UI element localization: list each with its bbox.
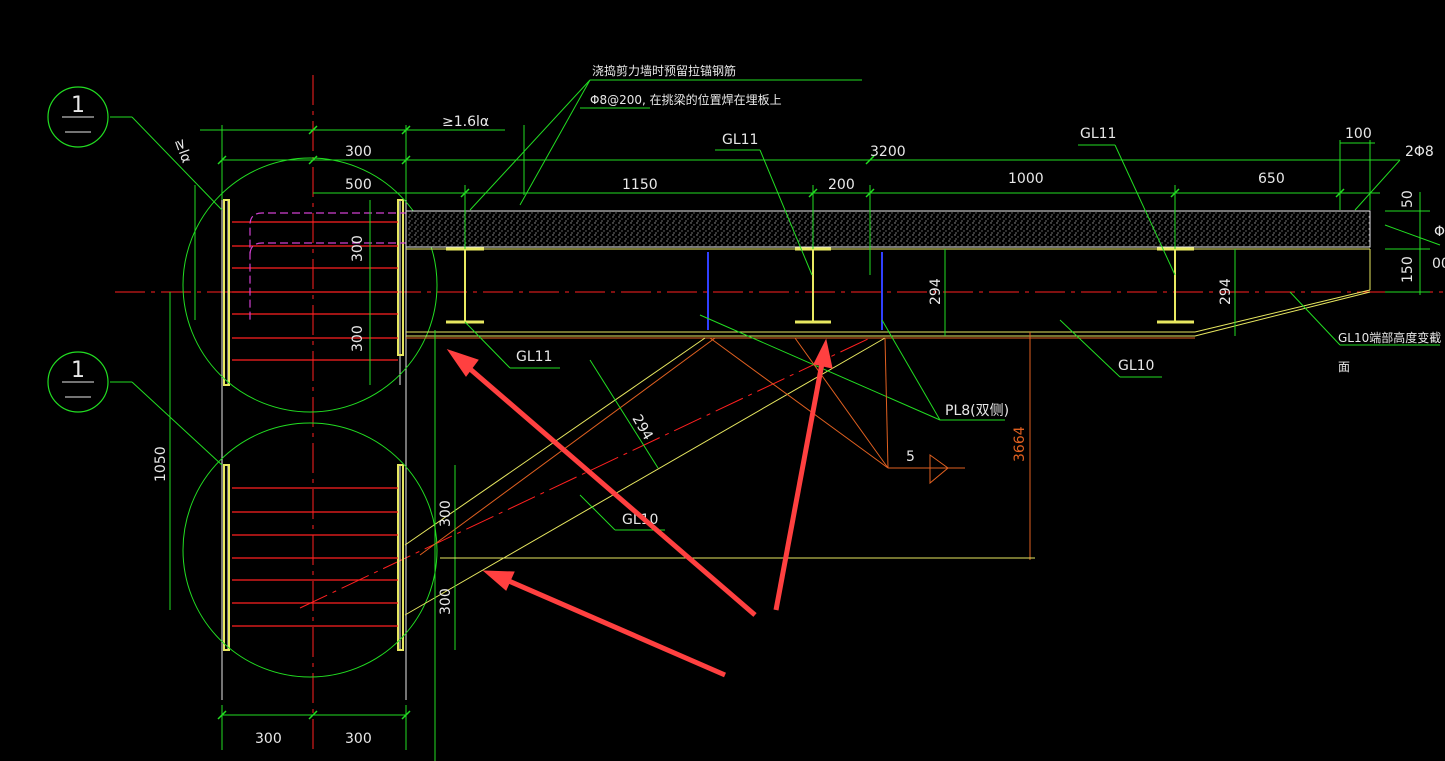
anchor-label: ≥lα	[171, 136, 195, 165]
label-gl10-end: GL10端部高度变截	[1338, 330, 1441, 345]
weld-symbol	[709, 337, 965, 485]
leader-lines	[110, 79, 1441, 531]
label-gl10-a: GL10	[1118, 358, 1154, 374]
dim-200: 200	[828, 177, 855, 193]
section-mark-2-number: 1	[71, 358, 85, 383]
note-line-1: 浇捣剪力墙时预留拉锚钢筋	[592, 63, 736, 78]
dim-1000: 1000	[1008, 171, 1044, 187]
dim-3200: 3200	[870, 144, 906, 160]
dim-w300-b: 300	[345, 731, 372, 747]
label-gl11-c: GL11	[516, 349, 552, 365]
pl8-plates	[707, 252, 883, 330]
dim-1050: 1050	[153, 446, 169, 482]
dim-ticks	[217, 125, 1345, 720]
wall-rebars	[232, 221, 398, 627]
dim-294-b: 294	[1218, 278, 1234, 305]
gl11-sections	[446, 247, 1194, 324]
annotation-arrows	[446, 338, 833, 678]
concrete-slab	[405, 210, 1371, 248]
dim-294-a: 294	[928, 278, 944, 305]
dim-150: 150	[1400, 256, 1416, 283]
label-weld: 5	[906, 449, 915, 465]
label-pl8: PL8(双侧)	[945, 403, 1009, 419]
section-mark-1: 1	[47, 86, 109, 148]
dim-3664: 3664	[1012, 426, 1028, 462]
bar-2phi8: 2Φ8	[1405, 144, 1434, 160]
section-mark-2: 1	[47, 351, 109, 413]
dim-3664	[440, 332, 1035, 560]
diagonal-brace	[404, 337, 886, 616]
dim-300-a: 300	[350, 235, 366, 262]
bar-phi8: Φ8	[1434, 224, 1445, 240]
detail-circles	[182, 157, 438, 678]
shear-wall	[221, 135, 407, 700]
dim-w300-a: 300	[255, 731, 282, 747]
dim-100: 100	[1345, 126, 1372, 142]
center-lines	[115, 75, 1445, 755]
dim-1150: 1150	[622, 177, 658, 193]
dim-300-b: 300	[350, 325, 366, 352]
dim-lap: ≥1.6lα	[442, 114, 489, 130]
dim-300-c: 300	[438, 500, 454, 527]
dim-300-top: 300	[345, 144, 372, 160]
label-gl11-b: GL11	[1080, 126, 1116, 142]
dimension-lines	[169, 125, 1430, 761]
beam-gl10	[406, 248, 1371, 337]
labels: 浇捣剪力墙时预留拉锚钢筋 Φ8@200, 在挑梁的位置焊在埋板上 ≥lα ≥1.…	[153, 63, 1445, 747]
dim-500: 500	[345, 177, 372, 193]
label-gl11-a: GL11	[722, 132, 758, 148]
note-line-2: Φ8@200, 在挑梁的位置焊在埋板上	[590, 92, 782, 107]
dim-650: 650	[1258, 171, 1285, 187]
dim-50: 50	[1400, 190, 1416, 208]
dim-00: 00	[1432, 256, 1445, 272]
dim-300-d: 300	[438, 588, 454, 615]
label-gl10-end2: 面	[1338, 360, 1350, 374]
section-mark-1-number: 1	[71, 93, 85, 118]
